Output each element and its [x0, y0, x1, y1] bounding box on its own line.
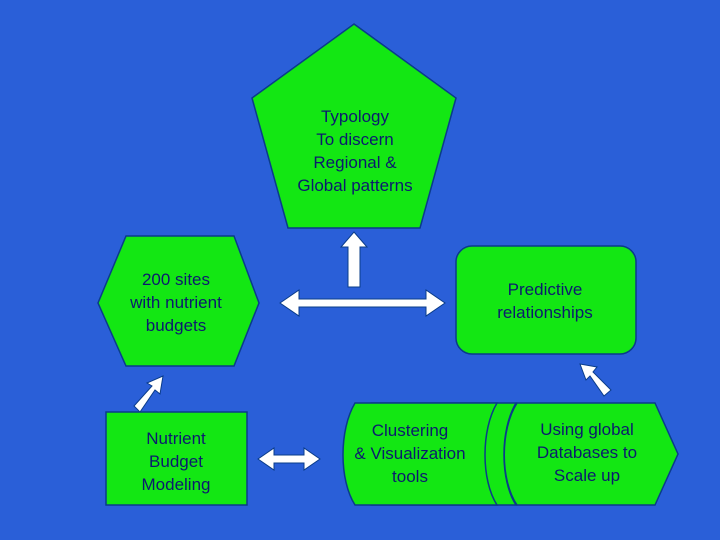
- clustering-shape: [342, 402, 499, 506]
- arrow-double-horizontal-lower: [257, 447, 321, 471]
- predictive-label: Predictive relationships: [497, 280, 593, 322]
- sites-hexagon: [97, 235, 260, 367]
- modeling-box: [105, 411, 248, 506]
- global-db-shape: [503, 402, 679, 506]
- typology-pentagon: [251, 23, 457, 229]
- arrow-up-to-sites: [133, 375, 164, 413]
- clustering-label: Clustering & Visualization tools: [354, 421, 466, 486]
- arrow-double-horizontal-upper: [279, 289, 446, 317]
- sites-label: 200 sites with nutrient budgets: [130, 270, 222, 335]
- typology-label: Typology To discern Regional & Global pa…: [297, 107, 413, 195]
- modeling-label: Nutrient Budget Modeling: [141, 429, 211, 494]
- arrow-up-to-typology: [339, 231, 369, 288]
- predictive-rounded-box: [455, 245, 637, 355]
- global-db-label: Using global Databases to Scale up: [536, 420, 638, 485]
- arrow-up-to-predictive: [579, 363, 612, 397]
